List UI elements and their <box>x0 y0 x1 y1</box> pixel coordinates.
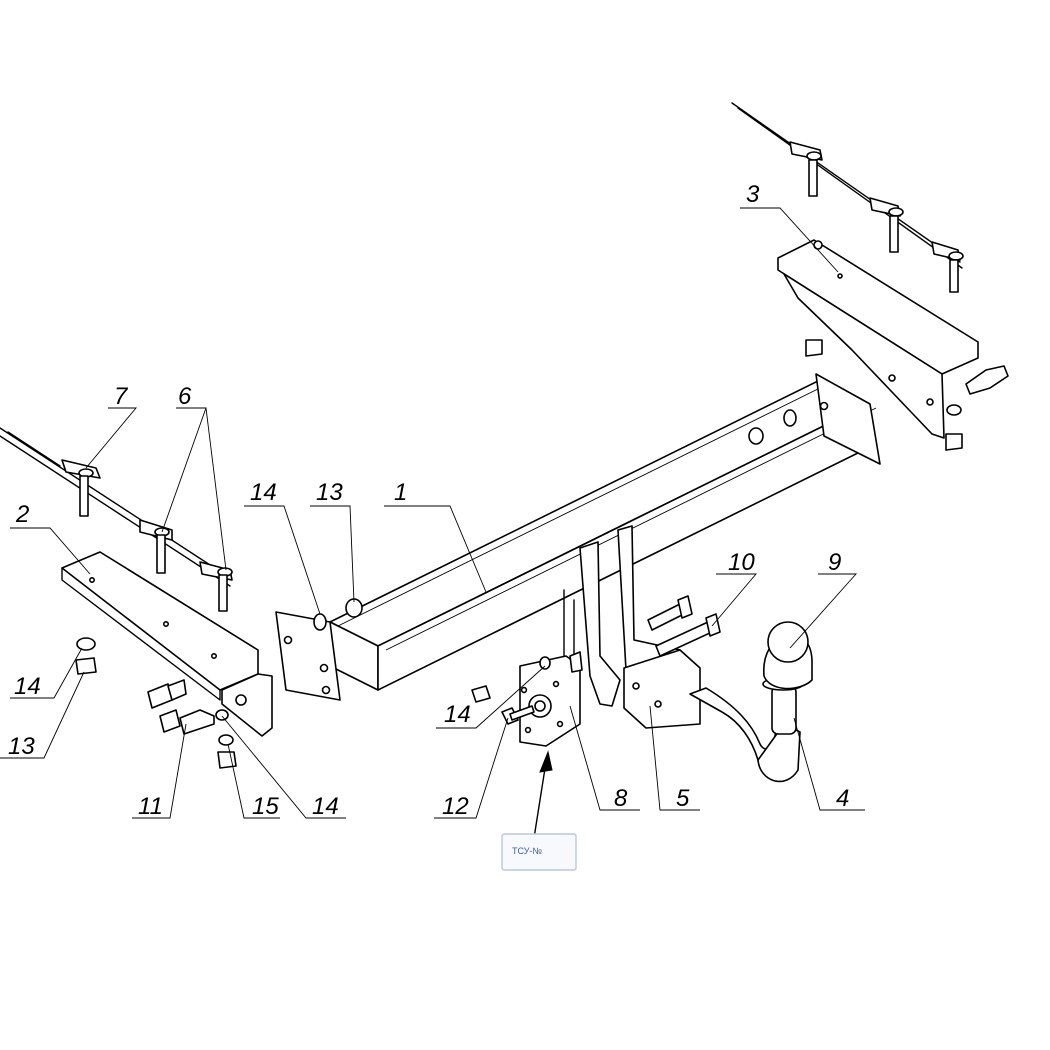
neck-connector <box>623 649 701 729</box>
loose-fasteners-left <box>75 637 237 769</box>
callout-1: 1 <box>394 479 407 506</box>
callout-14-socket: 14 <box>444 701 471 728</box>
pointer-arrow <box>533 750 553 839</box>
fastener-strip-right <box>731 102 964 293</box>
leader-lines <box>0 207 865 819</box>
callout-13-left: 13 <box>8 733 35 760</box>
callout-2: 2 <box>15 501 29 528</box>
bolts-10 <box>647 595 721 657</box>
serial-plate-text: ТСУ-№ <box>512 846 542 856</box>
serial-plate-box <box>501 833 577 871</box>
bracket-left <box>61 551 273 737</box>
callout-15: 15 <box>252 793 279 820</box>
serial-plate: ТСУ-№ <box>501 833 577 871</box>
callout-11: 11 <box>138 793 163 820</box>
callout-10: 10 <box>728 549 755 576</box>
callout-6: 6 <box>178 383 192 410</box>
callout-14-bottom: 14 <box>312 793 339 820</box>
callout-7: 7 <box>114 383 129 410</box>
callout-4: 4 <box>836 785 849 812</box>
callout-14-left: 14 <box>14 673 41 700</box>
loose-fasteners-right <box>805 339 1009 451</box>
socket-plate <box>519 651 583 747</box>
callout-5: 5 <box>676 785 690 812</box>
callout-3: 3 <box>746 181 760 208</box>
callout-13-beam: 13 <box>316 479 343 506</box>
callout-9: 9 <box>828 549 841 576</box>
socket-fasteners <box>471 656 551 725</box>
bracket-right <box>777 239 979 439</box>
callout-14-beam: 14 <box>250 479 277 506</box>
callout-8: 8 <box>614 785 628 812</box>
callout-12: 12 <box>442 793 469 820</box>
callout-numbers: 1 2 3 4 5 6 7 8 9 10 11 12 13 13 14 14 1… <box>8 181 849 820</box>
tow-ball-assembly <box>689 621 813 783</box>
